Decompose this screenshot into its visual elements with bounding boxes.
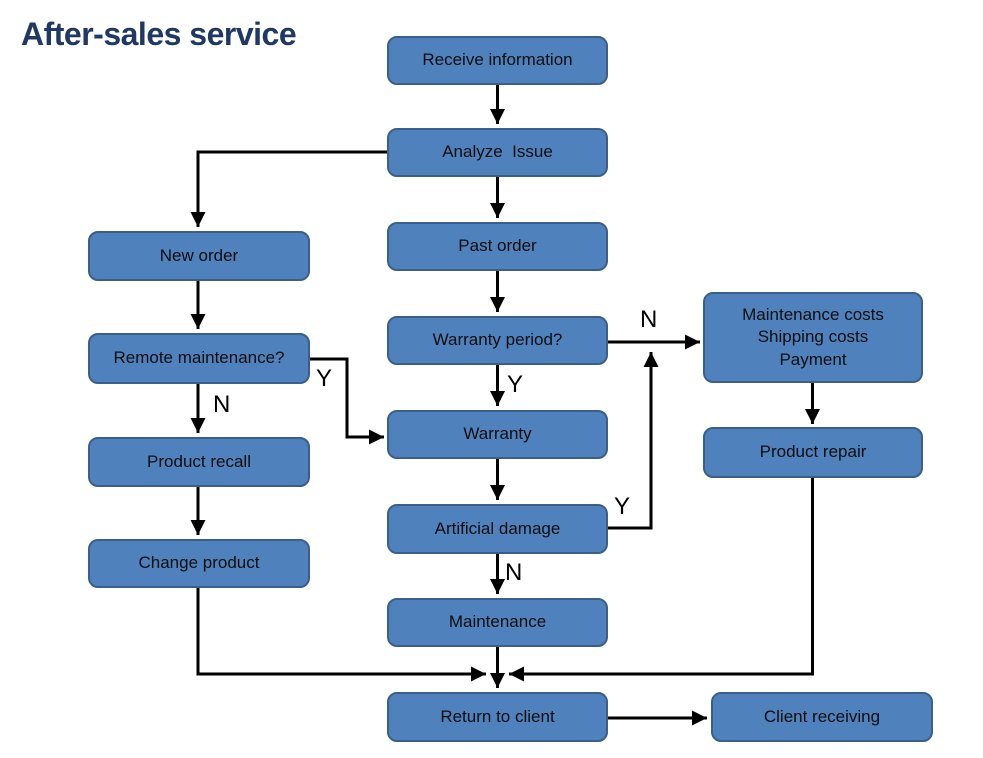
label-warranty-period-yes: Y — [507, 371, 524, 398]
arrow-remote-maintenance-yes-to-warranty — [310, 357, 384, 445]
node-remote-maintenance: Remote maintenance? — [88, 333, 310, 384]
node-warranty: Warranty — [387, 410, 608, 459]
arrow-product-repair-to-junction — [509, 478, 814, 682]
arrow-change-product-to-junction — [196, 588, 486, 682]
page-title: After-sales service — [21, 16, 297, 52]
label-warranty-period-no: N — [640, 306, 658, 333]
node-client-receiving: Client receiving — [711, 692, 933, 742]
label-remote-maintenance-no: N — [213, 391, 231, 418]
arrow-artificial-damage-yes-to-maintenance-costs — [608, 352, 659, 530]
label-artificial-damage-no: N — [505, 559, 523, 586]
label-remote-maintenance-yes: Y — [316, 365, 333, 392]
node-past-order: Past order — [387, 222, 608, 271]
node-artificial-damage: Artificial damage — [387, 504, 608, 554]
node-product-repair: Product repair — [703, 427, 923, 478]
node-product-recall: Product recall — [88, 437, 310, 487]
node-return-to-client: Return to client — [387, 692, 608, 742]
node-new-order: New order — [88, 231, 310, 281]
node-receive-information: Receive information — [387, 36, 608, 85]
node-warranty-period: Warranty period? — [387, 316, 608, 365]
node-analyze-issue: Analyze Issue — [387, 128, 608, 177]
node-maintenance: Maintenance — [387, 598, 608, 647]
node-change-product: Change product — [88, 539, 310, 588]
label-artificial-damage-yes: Y — [614, 493, 631, 520]
arrow-analyze-to-new-order — [190, 150, 387, 227]
node-maintenance-costs: Maintenance costs Shipping costs Payment — [703, 292, 923, 383]
